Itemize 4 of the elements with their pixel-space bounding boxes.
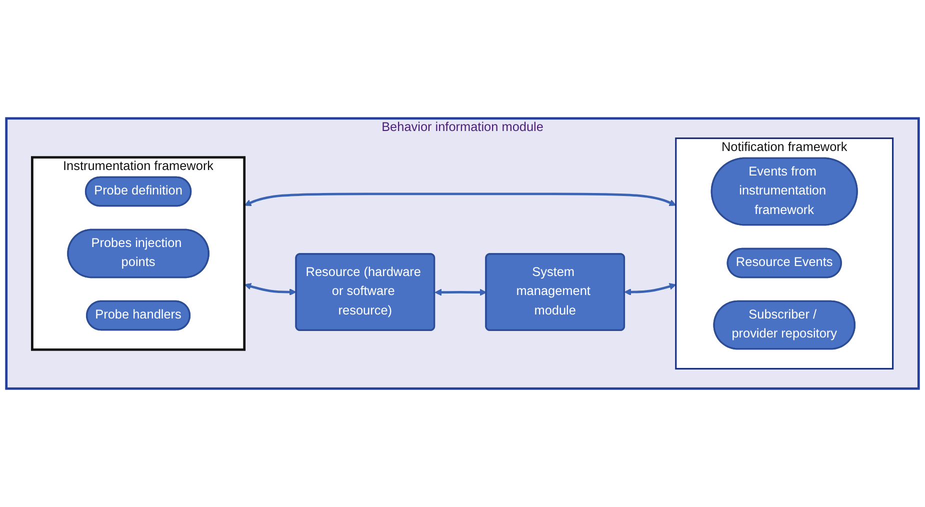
arrow	[244, 283, 296, 296]
arrow	[244, 192, 676, 206]
arrow	[624, 283, 676, 296]
arrow	[434, 288, 487, 296]
